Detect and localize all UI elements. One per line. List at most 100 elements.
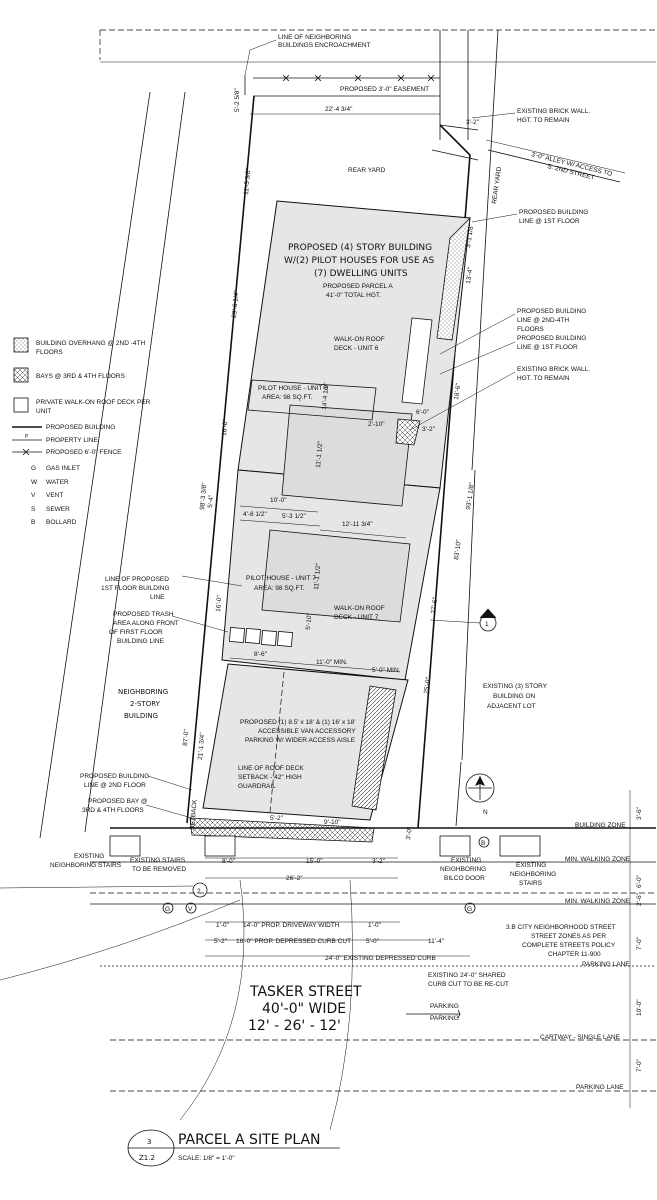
svg-text:PARKING: PARKING xyxy=(430,1015,459,1022)
front-dimensions: 8'-0" 15'-0" 3'-2" 26'-2" 1'-0" 14'-0" P… xyxy=(0,857,509,1131)
svg-text:REAR YARD: REAR YARD xyxy=(491,166,503,204)
svg-text:2'-6": 2'-6" xyxy=(636,892,643,906)
svg-text:1'-0": 1'-0" xyxy=(368,922,382,929)
svg-text:3'-0": 3'-0" xyxy=(405,826,414,840)
pilot-house-7-label: PILOT HOUSE - UNIT 7 xyxy=(246,575,316,582)
legend-overhang-label-2: FLOORS xyxy=(36,349,63,356)
svg-text:1'-0": 1'-0" xyxy=(216,922,230,929)
svg-text:2'-10": 2'-10" xyxy=(368,421,385,428)
legend-water-label: WATER xyxy=(46,479,69,486)
parking-note-3: PARKING W/ WIDER ACCESS AISLE xyxy=(245,737,356,744)
svg-text:BUILDING LINE: BUILDING LINE xyxy=(117,638,165,645)
svg-text:29'-6 1/4": 29'-6 1/4" xyxy=(231,290,240,319)
svg-text:5'-3 1/2": 5'-3 1/2" xyxy=(282,513,306,520)
svg-text:10'-0": 10'-0" xyxy=(636,999,643,1016)
fence-x-icon xyxy=(22,448,30,456)
svg-text:PARKING LANE: PARKING LANE xyxy=(582,961,630,968)
svg-text:G: G xyxy=(467,906,472,913)
svg-text:NEIGHBORING STAIRS: NEIGHBORING STAIRS xyxy=(50,862,122,869)
rear-yard-label: REAR YARD xyxy=(348,167,386,174)
svg-text:6'-0": 6'-0" xyxy=(636,874,643,888)
svg-text:LINE OF PROPOSED: LINE OF PROPOSED xyxy=(105,576,169,583)
svg-text:STAIRS: STAIRS xyxy=(519,880,543,887)
street-label: TASKER STREET 40'-0" WIDE 12' - 26' - 12… xyxy=(248,984,461,1034)
svg-text:LINE @ 2ND-4TH: LINE @ 2ND-4TH xyxy=(517,317,569,324)
drawing-title: PARCEL A SITE PLAN xyxy=(178,1132,321,1148)
svg-text:GUARDRAIL: GUARDRAIL xyxy=(238,783,276,790)
svg-text:3'-2": 3'-2" xyxy=(466,119,480,126)
svg-text:11'-5 3/8": 11'-5 3/8" xyxy=(243,167,252,195)
svg-text:24'-0" EXISTING DEPRESSED CURB: 24'-0" EXISTING DEPRESSED CURB xyxy=(325,955,436,962)
svg-text:BUILDINGS ENCROACHMENT: BUILDINGS ENCROACHMENT xyxy=(278,42,370,49)
legend-vent-label: VENT xyxy=(46,492,63,499)
svg-text:3'-6": 3'-6" xyxy=(636,806,643,820)
svg-text:PROPOSED BUILDING: PROPOSED BUILDING xyxy=(517,308,586,315)
svg-text:EXISTING STAIRS: EXISTING STAIRS xyxy=(130,857,186,864)
dim-5-2-58: 5'-2 5/8" xyxy=(234,88,241,112)
building-title-line-1: PROPOSED (4) STORY BUILDING xyxy=(288,243,432,253)
svg-text:BILCO DOOR: BILCO DOOR xyxy=(444,875,485,882)
svg-text:BUILDING ON: BUILDING ON xyxy=(493,693,536,700)
svg-text:STREET ZONES AS PER: STREET ZONES AS PER xyxy=(531,933,606,940)
svg-text:AREA: 98 SQ.FT.: AREA: 98 SQ.FT. xyxy=(254,585,305,592)
legend-line-proposed-label: PROPOSED BUILDING xyxy=(46,424,115,431)
svg-text:11'-1 1/2": 11'-1 1/2" xyxy=(313,562,322,590)
drawing-number: 3 xyxy=(147,1138,151,1146)
svg-text:EXISTING: EXISTING xyxy=(451,857,481,864)
svg-text:5'-2": 5'-2" xyxy=(270,815,284,822)
svg-text:BUILDING: BUILDING xyxy=(124,712,158,720)
pilot-house-6-label: PILOT HOUSE - UNIT 6 xyxy=(258,385,328,392)
svg-text:EXISTING: EXISTING xyxy=(516,862,546,869)
svg-text:7'-0": 7'-0" xyxy=(636,1058,643,1072)
roof-deck-setback-1: LINE OF ROOF DECK xyxy=(238,765,304,772)
svg-text:CURB CUT TO BE RE-CUT: CURB CUT TO BE RE-CUT xyxy=(428,981,509,988)
building-title-line-3: (7) DWELLING UNITS xyxy=(314,269,408,279)
svg-text:PARKING LANE: PARKING LANE xyxy=(576,1084,624,1091)
svg-text:5'-0": 5'-0" xyxy=(366,938,380,945)
svg-text:EXISTING 24'-0" SHARED: EXISTING 24'-0" SHARED xyxy=(428,972,506,979)
section-callout-2: 2 xyxy=(0,882,208,898)
svg-text:MIN. WALKING ZONE: MIN. WALKING ZONE xyxy=(565,898,631,905)
legend: BUILDING OVERHANG @ 2ND -4TH FLOORS BAYS… xyxy=(12,337,151,526)
svg-text:5'-0" MIN.: 5'-0" MIN. xyxy=(372,667,401,674)
svg-text:P: P xyxy=(25,434,29,440)
fence-easement: PROPOSED 3'-0" EASEMENT 22'-4 3/4" 5'-2 … xyxy=(234,74,440,115)
svg-text:PROPOSED TRASH: PROPOSED TRASH xyxy=(113,611,174,618)
svg-text:DECK - UNIT 6: DECK - UNIT 6 xyxy=(334,345,379,352)
context-lines: LINE OF NEIGHBORING BUILDINGS ENCROACHME… xyxy=(39,29,656,839)
trash-area xyxy=(228,626,294,648)
svg-text:14'-0" PROP. DRIVEWAY WIDTH: 14'-0" PROP. DRIVEWAY WIDTH xyxy=(243,922,340,929)
parking-note-2: ACCESSIBLE VAN ACCESSORY xyxy=(258,728,356,735)
svg-text:PROPOSED BUILDING: PROPOSED BUILDING xyxy=(519,209,588,216)
street-width: 40'-0" WIDE xyxy=(262,1001,346,1017)
dim-22-4-34: 22'-4 3/4" xyxy=(325,106,353,113)
deck-unit-6-label: WALK-ON ROOF xyxy=(334,336,385,343)
svg-text:N: N xyxy=(483,809,488,816)
svg-text:1: 1 xyxy=(485,621,489,628)
svg-text:15'-0": 15'-0" xyxy=(306,858,323,865)
north-arrow-icon: N xyxy=(465,773,495,816)
svg-text:PROPOSED BUILDING: PROPOSED BUILDING xyxy=(517,335,586,342)
svg-text:LINE @ 1ST FLOOR: LINE @ 1ST FLOOR xyxy=(519,218,580,225)
drawing-scale: SCALE: 1/8" = 1'-0" xyxy=(178,1155,235,1162)
existing-building-label: EXISTING (3) STORY xyxy=(483,683,548,690)
svg-text:LINE: LINE xyxy=(150,594,165,601)
svg-text:2-STORY: 2-STORY xyxy=(130,700,161,708)
svg-text:EXISTING BRICK WALL.: EXISTING BRICK WALL. xyxy=(517,108,590,115)
svg-text:7'-0": 7'-0" xyxy=(636,936,643,950)
svg-text:5'-2": 5'-2" xyxy=(214,938,228,945)
deck-unit-7-label: WALK-ON ROOF xyxy=(334,605,385,612)
svg-text:8'-6": 8'-6" xyxy=(254,651,268,658)
easement-label: PROPOSED 3'-0" EASEMENT xyxy=(340,86,429,93)
svg-text:NEIGHBORING: NEIGHBORING xyxy=(510,871,556,878)
svg-text:PROPOSED BUILDING: PROPOSED BUILDING xyxy=(80,773,149,780)
svg-text:6'-0": 6'-0" xyxy=(416,409,430,416)
svg-text:TO BE REMOVED: TO BE REMOVED xyxy=(132,866,186,873)
building-notes: PROPOSED (4) STORY BUILDING W/(2) PILOT … xyxy=(238,243,435,790)
sheet-number: Z1.2 xyxy=(139,1154,155,1162)
svg-text:16'-0" PROP. DEPRESSED CURB CU: 16'-0" PROP. DEPRESSED CURB CUT xyxy=(236,938,351,945)
svg-text:PROPOSED BAY @: PROPOSED BAY @ xyxy=(88,798,148,805)
legend-bollard-label: BOLLARD xyxy=(46,519,77,526)
legend-symbol-w: W xyxy=(31,479,38,486)
